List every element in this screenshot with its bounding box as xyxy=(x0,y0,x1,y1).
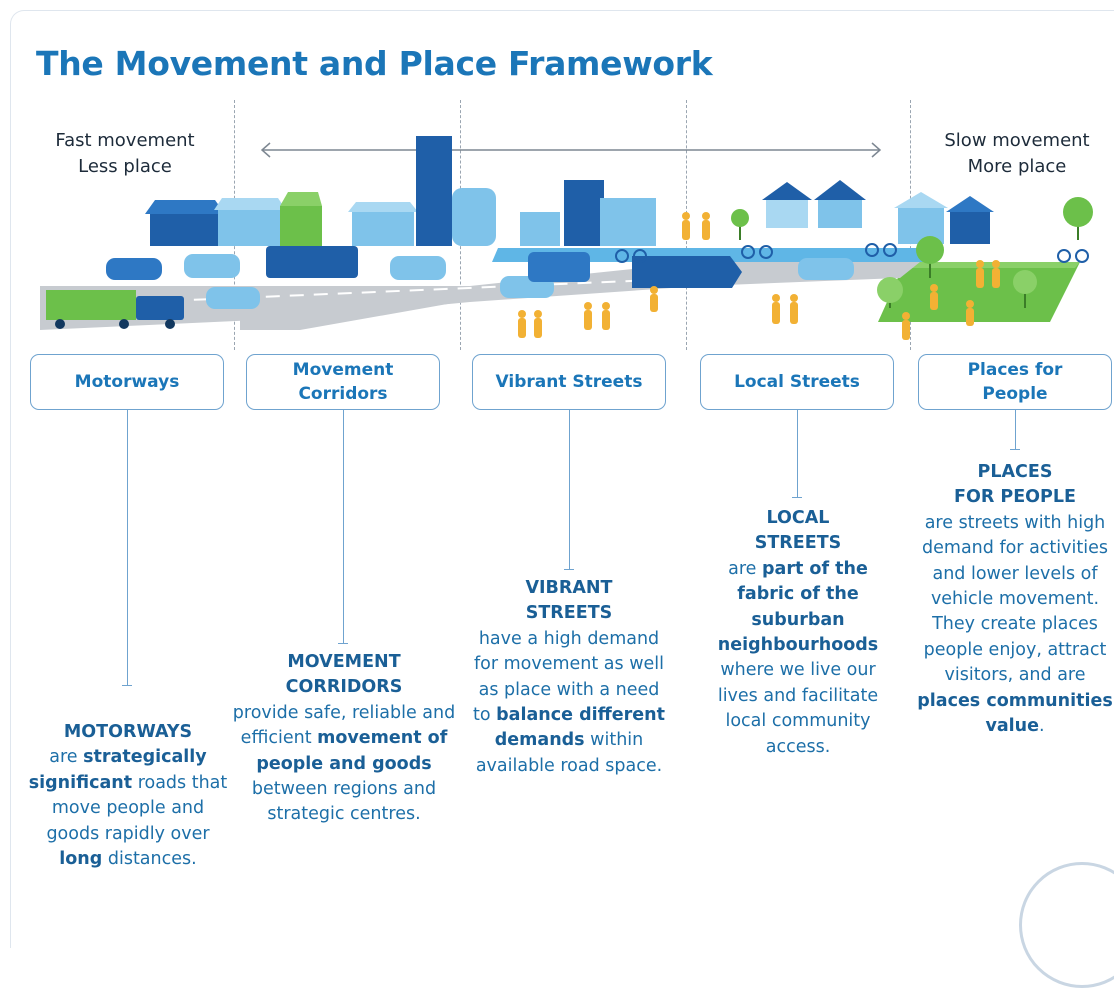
description-emphasis: movement of people and goods xyxy=(256,728,448,774)
movement-place-arrow xyxy=(260,142,882,158)
description-text: between regions and strategic centres. xyxy=(251,779,437,825)
description-emphasis: long xyxy=(59,849,103,870)
category-label: Local Streets xyxy=(734,372,860,392)
description-motorways: MOTORWAYS are strategically significant … xyxy=(28,720,228,872)
description-body: are strategically significant roads that… xyxy=(28,745,228,872)
description-heading: MOVEMENT xyxy=(287,652,401,672)
description-heading: STREETS xyxy=(525,603,613,624)
description-body: provide safe, reliable and efficient mov… xyxy=(232,701,456,828)
description-body: have a high demand for movement as well … xyxy=(470,627,668,779)
category-label: Places for xyxy=(967,360,1063,380)
description-text: distances. xyxy=(102,849,197,870)
description-heading: STREETS xyxy=(754,533,842,554)
category-label: Motorways xyxy=(74,372,180,392)
slow-movement-text: Slow movement xyxy=(944,130,1090,151)
category-label: Corridors xyxy=(298,384,388,404)
slow-movement-label: Slow movement More place xyxy=(922,128,1112,180)
category-box-places-for-people: Places for People xyxy=(918,354,1112,410)
description-text: provide safe, reliable and efficient xyxy=(232,702,456,749)
description-text: roads that move people and goods rapidly… xyxy=(46,772,228,844)
description-body: are part of the fabric of the suburban n… xyxy=(700,557,896,760)
fast-movement-label: Fast movement Less place xyxy=(36,128,214,180)
street-illustration xyxy=(40,136,1093,340)
category-label: People xyxy=(982,384,1048,404)
description-heading: MOTORWAYS xyxy=(63,722,193,742)
description-emphasis: balance different demands xyxy=(494,705,665,751)
connector-line xyxy=(1010,410,1020,450)
less-place-text: Less place xyxy=(78,156,172,177)
description-heading: FOR PEOPLE xyxy=(954,487,1076,508)
description-places-for-people: PLACES FOR PEOPLE are streets with high … xyxy=(916,460,1114,739)
description-heading: VIBRANT xyxy=(525,578,613,598)
description-text: are streets with high demand for activit… xyxy=(922,512,1108,686)
vehicles xyxy=(46,246,854,329)
corner-decoration xyxy=(1019,862,1114,988)
trees xyxy=(731,197,1093,308)
description-heading: LOCAL xyxy=(766,508,830,528)
description-local-streets: LOCAL STREETS are part of the fabric of … xyxy=(700,506,896,760)
description-movement-corridors: MOVEMENT CORRIDORS provide safe, reliabl… xyxy=(232,650,456,828)
category-box-vibrant-streets: Vibrant Streets xyxy=(472,354,666,410)
more-place-text: More place xyxy=(967,156,1067,177)
category-label: Vibrant Streets xyxy=(495,372,643,392)
description-text: where we live our lives and facilitate l… xyxy=(717,660,879,757)
description-text: within available road space. xyxy=(475,730,663,776)
category-box-motorways: Motorways xyxy=(30,354,224,410)
bicycles xyxy=(615,243,1089,263)
description-heading: PLACES xyxy=(977,462,1053,482)
description-text: . xyxy=(1038,716,1045,737)
description-text: are xyxy=(728,558,762,579)
people xyxy=(518,212,1000,340)
description-heading: CORRIDORS xyxy=(285,677,403,698)
category-box-movement-corridors: Movement Corridors xyxy=(246,354,440,410)
description-vibrant-streets: VIBRANT STREETS have a high demand for m… xyxy=(470,576,668,779)
description-text: are xyxy=(49,747,84,768)
fast-movement-text: Fast movement xyxy=(55,130,195,151)
connector-line xyxy=(792,410,802,498)
category-box-local-streets: Local Streets xyxy=(700,354,894,410)
page-title: The Movement and Place Framework xyxy=(36,44,713,83)
buildings xyxy=(145,136,994,246)
connector-line xyxy=(122,410,132,686)
connector-line xyxy=(564,410,574,570)
description-emphasis: part of the fabric of the suburban neigh… xyxy=(717,558,879,656)
connector-line xyxy=(338,410,348,644)
description-emphasis: places communities value xyxy=(917,690,1113,737)
category-label: Movement xyxy=(292,360,394,380)
description-body: are streets with high demand for activit… xyxy=(916,511,1114,740)
description-text: have a high demand for movement as well … xyxy=(473,628,665,726)
description-emphasis: strategically significant xyxy=(28,747,207,793)
